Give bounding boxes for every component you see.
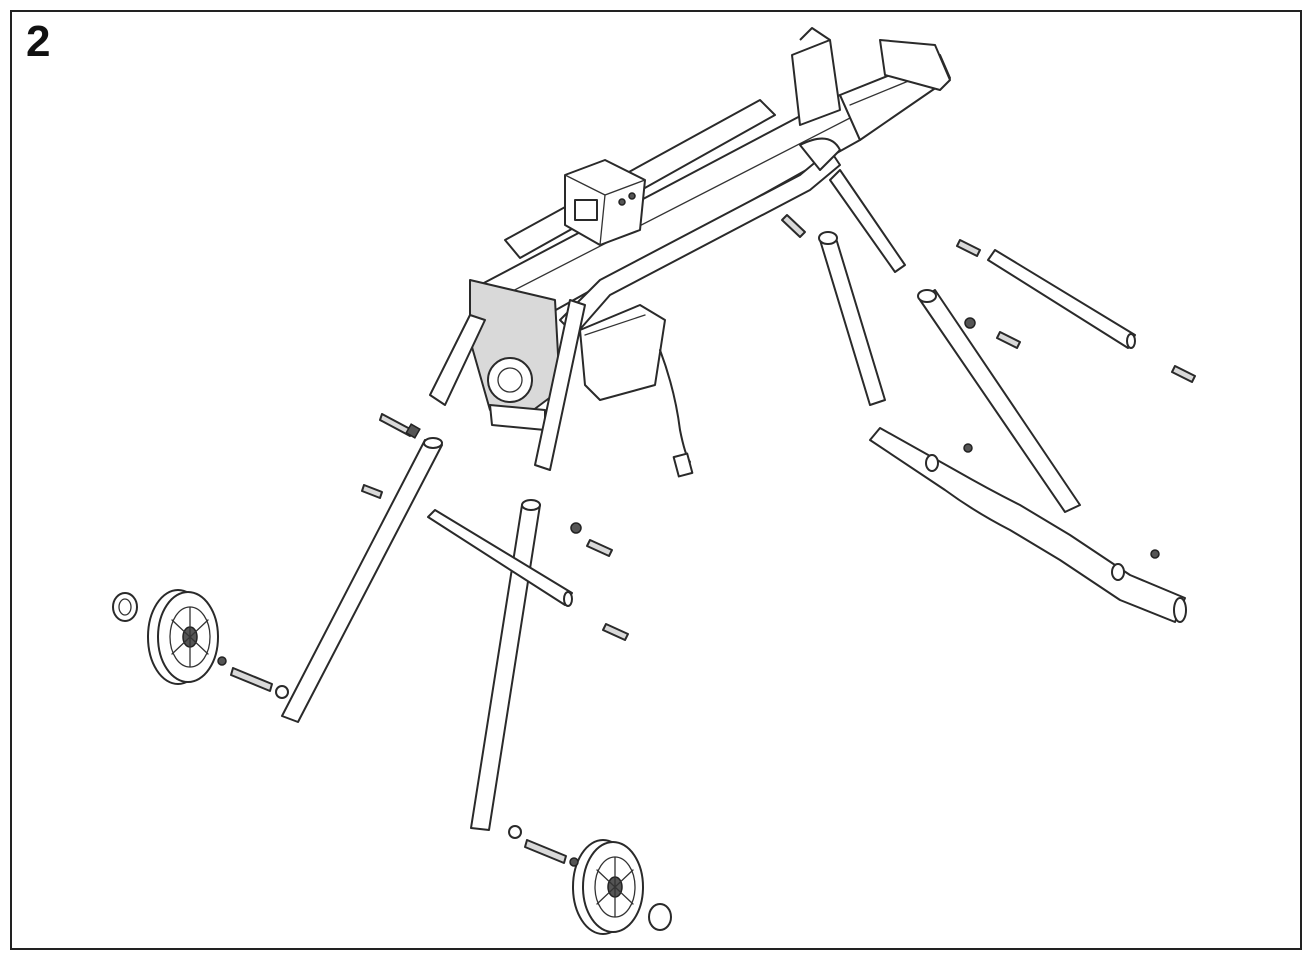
right-axle	[508, 825, 579, 867]
bolt-3	[570, 522, 613, 557]
bolt-6	[964, 317, 1021, 349]
log-splitter-body	[429, 27, 951, 478]
bolt-2	[361, 484, 383, 499]
front-right-leg	[470, 499, 541, 831]
right-wheel	[572, 839, 672, 935]
rear-handle-tube	[869, 427, 1187, 623]
bolt-4	[602, 623, 629, 641]
bolt-1	[379, 413, 421, 439]
rear-left-leg	[917, 289, 1081, 513]
bolt-7	[1171, 365, 1196, 383]
left-wheel	[112, 589, 219, 685]
bolt-5	[956, 239, 981, 257]
front-cross-tube	[427, 509, 573, 607]
rear-cross-tube	[987, 249, 1136, 349]
step-number: 2	[26, 17, 51, 66]
nut-small	[963, 443, 1160, 559]
bolt-8	[781, 214, 806, 238]
front-left-leg	[281, 437, 443, 723]
left-axle	[217, 656, 289, 699]
